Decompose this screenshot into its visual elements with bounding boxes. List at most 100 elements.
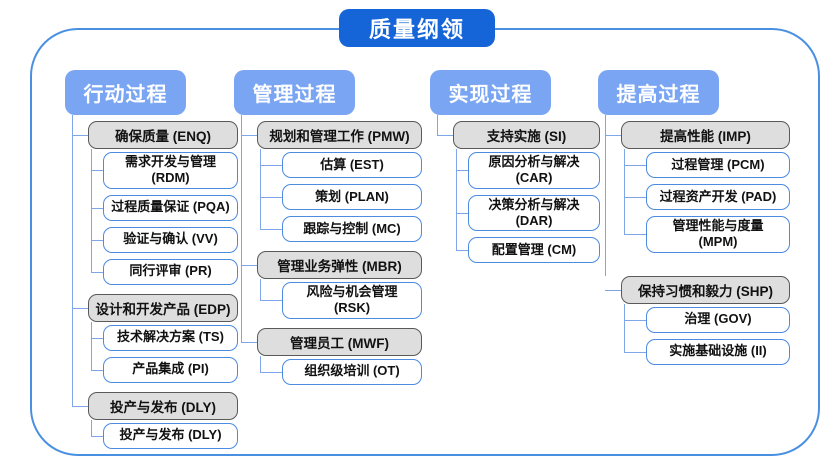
process-label: 过程质量保证 (PQA) (111, 199, 230, 215)
process-box-dar: 决策分析与解决 (DAR) (468, 194, 600, 231)
group-item: 支持实施 (SI) 原因分析与解决 (CAR) 决策分析与解决 (DAR) 配置… (437, 115, 600, 266)
list-item: 治理 (GOV) (624, 303, 790, 336)
list-item: 风险与机会管理 (RSK) (260, 279, 422, 322)
child-list: 需求开发与管理 (RDM) 过程质量保证 (PQA) 验证与确认 (VV) 同行… (91, 149, 238, 288)
process-label: 策划 (PLAN) (315, 188, 389, 204)
process-box-pi: 产品集成 (PI) (103, 356, 238, 383)
process-label: 过程资产开发 (PAD) (659, 188, 777, 204)
column-management-process: 管理过程 规划和管理工作 (PMW) 估算 (EST) 策划 (PLAN) 跟踪… (234, 70, 422, 388)
group-box-imp: 提高性能 (IMP) (621, 121, 790, 149)
process-box-rsk: 风险与机会管理 (RSK) (282, 282, 422, 319)
list-item: 验证与确认 (VV) (91, 223, 238, 256)
process-label: 跟踪与控制 (MC) (303, 220, 401, 236)
child-list: 技术解决方案 (TS) 产品集成 (PI) (91, 321, 238, 386)
process-box-dly: 投产与发布 (DLY) (103, 422, 238, 449)
list-item: 策划 (PLAN) (260, 181, 422, 213)
list-item: 技术解决方案 (TS) (91, 321, 238, 354)
column-header-implementation: 实现过程 (430, 70, 551, 115)
process-box-mc: 跟踪与控制 (MC) (282, 216, 422, 242)
group-list: 支持实施 (SI) 原因分析与解决 (CAR) 决策分析与解决 (DAR) 配置… (437, 115, 600, 266)
group-box-enq: 确保质量 (ENQ) (88, 121, 238, 149)
group-list: 提高性能 (IMP) 过程管理 (PCM) 过程资产开发 (PAD) 管理性能与… (605, 115, 790, 368)
list-item: 需求开发与管理 (RDM) (91, 149, 238, 192)
list-item: 产品集成 (PI) (91, 353, 238, 386)
process-label: 原因分析与解决 (CAR) (488, 154, 580, 186)
column-header-label: 实现过程 (448, 84, 533, 106)
group-item: 提高性能 (IMP) 过程管理 (PCM) 过程资产开发 (PAD) 管理性能与… (605, 115, 790, 256)
group-item: 保持习惯和毅力 (SHP) 治理 (GOV) 实施基础设施 (II) (605, 255, 790, 368)
process-box-ot: 组织级培训 (OT) (282, 358, 422, 385)
group-box-shp: 保持习惯和毅力 (SHP) (621, 275, 790, 304)
column-header-label: 行动过程 (83, 84, 168, 106)
group-box-mbr: 管理业务弹性 (MBR) (257, 251, 422, 279)
diagram-title-label: 质量纲领 (368, 17, 465, 42)
group-box-mwf: 管理员工 (MWF) (257, 327, 422, 356)
group-item: 管理员工 (MWF) 组织级培训 (OT) (241, 321, 422, 388)
list-item: 同行评审 (PR) (91, 255, 238, 288)
process-label: 风险与机会管理 (RSK) (306, 284, 398, 316)
process-box-plan: 策划 (PLAN) (282, 184, 422, 210)
group-box-edp: 设计和开发产品 (EDP) (88, 293, 238, 322)
column-header-action: 行动过程 (65, 70, 186, 115)
list-item: 过程管理 (PCM) (624, 149, 790, 181)
process-box-vv: 验证与确认 (VV) (103, 226, 238, 253)
group-box-dly: 投产与发布 (DLY) (88, 391, 238, 420)
column-improvement-process: 提高过程 提高性能 (IMP) 过程管理 (PCM) 过程资产开发 (PAD) … (598, 70, 790, 368)
process-box-pad: 过程资产开发 (PAD) (646, 184, 790, 210)
child-list: 投产与发布 (DLY) (91, 419, 238, 452)
list-item: 管理性能与度量 (MPM) (624, 213, 790, 256)
list-item: 原因分析与解决 (CAR) (456, 149, 600, 192)
list-item: 投产与发布 (DLY) (91, 419, 238, 452)
list-item: 决策分析与解决 (DAR) (456, 191, 600, 235)
process-label: 实施基础设施 (II) (669, 343, 767, 359)
process-label: 决策分析与解决 (DAR) (488, 196, 580, 228)
group-label: 管理员工 (MWF) (290, 335, 389, 351)
group-label: 规划和管理工作 (PMW) (269, 129, 410, 144)
column-header-label: 提高过程 (616, 84, 701, 106)
group-box-pmw: 规划和管理工作 (PMW) (257, 121, 422, 149)
list-item: 估算 (EST) (260, 149, 422, 181)
column-header-management: 管理过程 (234, 70, 355, 115)
process-label: 技术解决方案 (TS) (117, 329, 224, 345)
group-item: 设计和开发产品 (EDP) 技术解决方案 (TS) 产品集成 (PI) (72, 287, 238, 386)
process-box-mpm: 管理性能与度量 (MPM) (646, 216, 790, 253)
process-label: 需求开发与管理 (RDM) (124, 154, 216, 186)
group-list: 规划和管理工作 (PMW) 估算 (EST) 策划 (PLAN) 跟踪与控制 (… (241, 115, 422, 388)
child-list: 估算 (EST) 策划 (PLAN) 跟踪与控制 (MC) (260, 149, 422, 245)
list-item: 跟踪与控制 (MC) (260, 213, 422, 245)
process-box-pr: 同行评审 (PR) (103, 258, 238, 285)
process-label: 验证与确认 (VV) (123, 231, 218, 247)
column-action-process: 行动过程 确保质量 (ENQ) 需求开发与管理 (RDM) 过程质量保证 (PQ… (65, 70, 238, 452)
column-header-improvement: 提高过程 (598, 70, 719, 115)
process-label: 估算 (EST) (320, 156, 384, 172)
process-label: 管理性能与度量 (MPM) (672, 218, 764, 250)
group-item: 管理业务弹性 (MBR) 风险与机会管理 (RSK) (241, 245, 422, 322)
process-box-gov: 治理 (GOV) (646, 306, 790, 333)
process-box-rdm: 需求开发与管理 (RDM) (103, 152, 238, 189)
process-label: 配置管理 (CM) (491, 241, 577, 257)
process-label: 同行评审 (PR) (129, 263, 212, 279)
process-label: 产品集成 (PI) (132, 361, 209, 377)
group-label: 管理业务弹性 (MBR) (277, 259, 402, 274)
child-list: 风险与机会管理 (RSK) (260, 279, 422, 322)
process-box-est: 估算 (EST) (282, 152, 422, 178)
process-box-ts: 技术解决方案 (TS) (103, 324, 238, 351)
list-item: 过程资产开发 (PAD) (624, 181, 790, 213)
group-list: 确保质量 (ENQ) 需求开发与管理 (RDM) 过程质量保证 (PQA) 验证… (72, 115, 238, 452)
process-label: 组织级培训 (OT) (304, 363, 400, 379)
list-item: 组织级培训 (OT) (260, 355, 422, 388)
process-box-pcm: 过程管理 (PCM) (646, 152, 790, 178)
group-label: 投产与发布 (DLY) (109, 399, 216, 415)
group-item: 规划和管理工作 (PMW) 估算 (EST) 策划 (PLAN) 跟踪与控制 (… (241, 115, 422, 245)
column-implementation-process: 实现过程 支持实施 (SI) 原因分析与解决 (CAR) 决策分析与解决 (DA… (430, 70, 600, 266)
list-item: 实施基础设施 (II) (624, 335, 790, 368)
process-label: 过程管理 (PCM) (671, 156, 765, 172)
group-label: 设计和开发产品 (EDP) (95, 301, 231, 317)
list-item: 过程质量保证 (PQA) (91, 191, 238, 224)
process-box-pqa: 过程质量保证 (PQA) (103, 194, 238, 221)
child-list: 治理 (GOV) 实施基础设施 (II) (624, 303, 790, 368)
list-item: 配置管理 (CM) (456, 234, 600, 266)
child-list: 过程管理 (PCM) 过程资产开发 (PAD) 管理性能与度量 (MPM) (624, 149, 790, 256)
child-list: 原因分析与解决 (CAR) 决策分析与解决 (DAR) 配置管理 (CM) (456, 149, 600, 266)
process-box-ii: 实施基础设施 (II) (646, 338, 790, 365)
